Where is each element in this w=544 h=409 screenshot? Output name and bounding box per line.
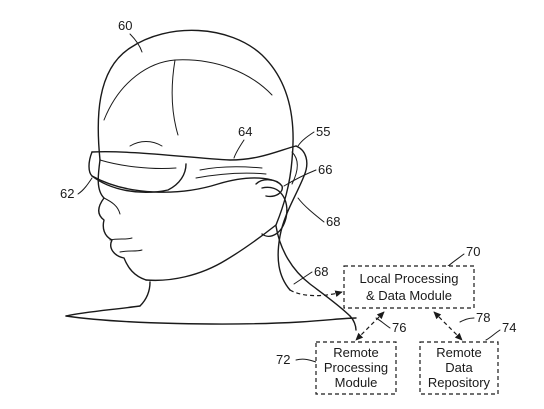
lip-lower [119,249,143,253]
lips [109,237,133,241]
ref-local-module: 70 [466,244,480,259]
leader-earpiece [283,169,317,187]
remote-data-box [419,341,499,395]
leader-remote-processing [295,358,317,363]
connector-cable-local [289,289,343,298]
brow-mark [129,141,163,147]
eyewear-band-top [91,145,297,161]
local-processing-box [343,265,475,309]
leader-local-module [445,253,465,269]
ref-earpiece: 66 [318,162,332,177]
ref-cable-a: 68 [326,214,340,229]
block-diagram: Local Processing & Data Module Remote Pr… [289,265,499,395]
ref-head: 60 [118,18,132,33]
leader-link-76 [375,317,391,329]
face-profile [97,159,147,281]
cap-seam [171,59,179,136]
ear [261,186,288,237]
ref-cable-top: 55 [316,124,330,139]
connector-local-remote-data [433,311,463,341]
local-box-line-1: Local Processing [360,271,459,286]
leader-remote-data [485,329,501,341]
eyewear-band-bottom [91,175,273,193]
torso-base [65,315,357,325]
leader-head [129,33,143,53]
remote-processing-box [315,341,397,395]
shoulder-left [65,305,141,317]
local-box-line-2: & Data Module [366,288,452,303]
ref-remote-data: 74 [502,320,516,335]
eyewear-temple-detail [199,166,263,171]
jaw [145,224,277,282]
cap-line [103,59,273,121]
head-outline [97,29,294,226]
remote-processing-line-1: Remote [333,345,379,360]
ref-lens: 62 [60,186,74,201]
remote-processing-line-3: Module [335,375,378,390]
reference-labels: 60 64 62 55 66 68 68 70 76 78 74 72 [60,18,516,367]
earpiece [255,179,283,198]
eyewear-lens [88,151,187,193]
ref-remote-processing: 72 [276,352,290,367]
remote-data-line-3: Repository [428,375,491,390]
connector-local-remote-processing [355,311,385,341]
head-drawing [65,29,357,331]
neck-left [139,281,151,307]
neck-back [275,225,351,317]
ref-link-remote-processing: 76 [392,320,406,335]
nose [103,197,121,215]
remote-processing-line-2: Processing [324,360,388,375]
ref-cable-b: 68 [314,264,328,279]
leader-link-78 [459,317,475,323]
remote-data-line-1: Remote [436,345,482,360]
leader-cable-a [297,197,325,223]
leader-band [233,139,245,159]
leader-cable-top [297,131,315,147]
ref-link-remote-data: 78 [476,310,490,325]
leader-lens [77,177,93,195]
eyewear-temple-detail-2 [195,172,267,179]
leader-cable-b [293,271,313,285]
ref-band: 64 [238,124,252,139]
remote-data-line-2: Data [445,360,473,375]
eyewear-lens-inner [99,159,177,169]
cable [277,145,308,291]
